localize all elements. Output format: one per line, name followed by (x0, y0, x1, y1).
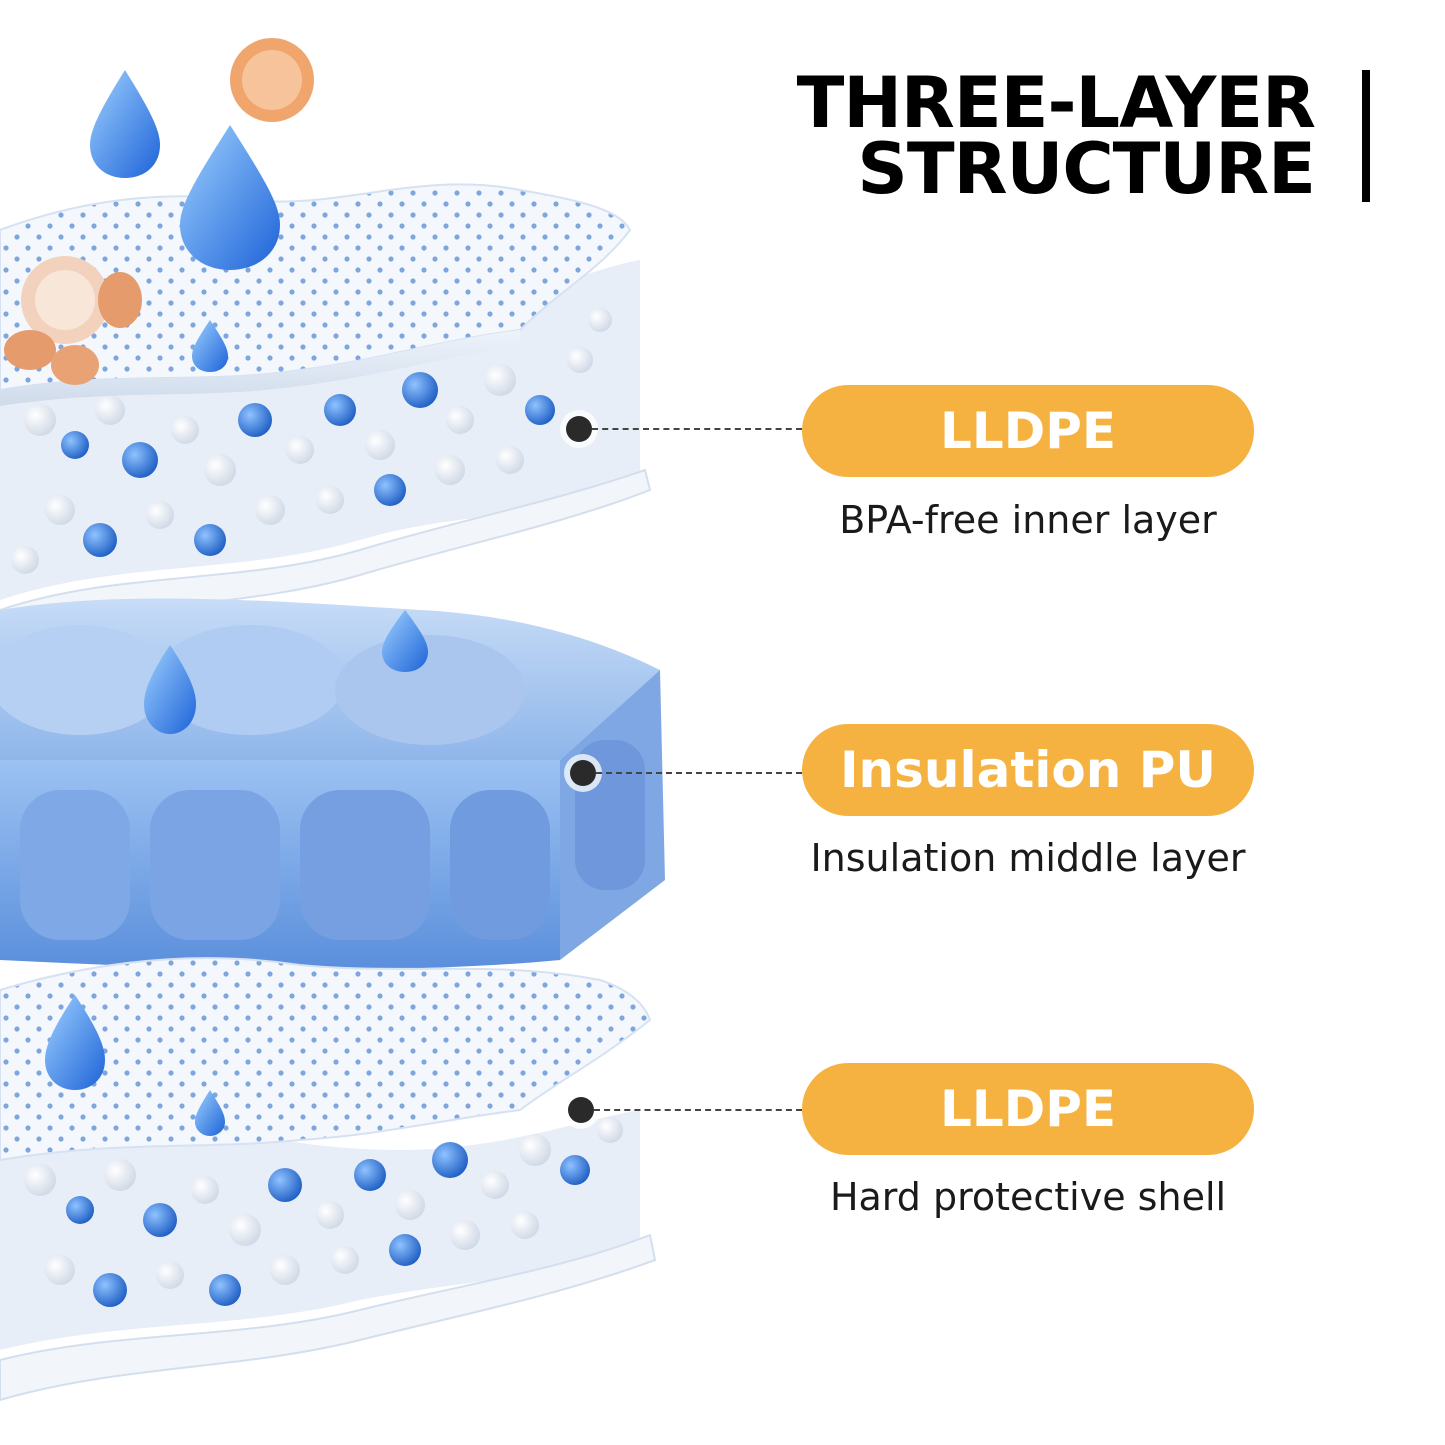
callout-line-middle (596, 772, 802, 774)
germ-icon (230, 38, 314, 122)
title-line-1: THREE-LAYER (796, 62, 1316, 144)
title-line-2: STRUCTURE (857, 128, 1316, 210)
outer-shell-graphic (0, 957, 657, 1402)
layer-description-outer: Hard protective shell (829, 1175, 1227, 1219)
water-drop-icon (45, 70, 428, 1136)
material-badge-outer: LLDPE (802, 1063, 1254, 1155)
page-title: THREE-LAYER STRUCTURE (796, 62, 1316, 210)
callout-dot-outer (568, 1097, 594, 1123)
callout-line-outer (594, 1109, 802, 1111)
layer-description-inner: BPA-free inner layer (839, 498, 1217, 542)
material-badge-inner: LLDPE (802, 385, 1254, 477)
inner-layer-graphic (0, 183, 652, 642)
layer-description-middle: Insulation middle layer (810, 836, 1246, 880)
title-divider (1362, 70, 1370, 202)
callout-dot-inner (566, 416, 592, 442)
bacteria-icon (4, 256, 142, 385)
insulation-layer-graphic (0, 598, 665, 970)
callout-line-inner (592, 428, 802, 430)
material-badge-middle: Insulation PU (802, 724, 1254, 816)
callout-dot-middle (570, 760, 596, 786)
three-layer-illustration (0, 38, 665, 1402)
